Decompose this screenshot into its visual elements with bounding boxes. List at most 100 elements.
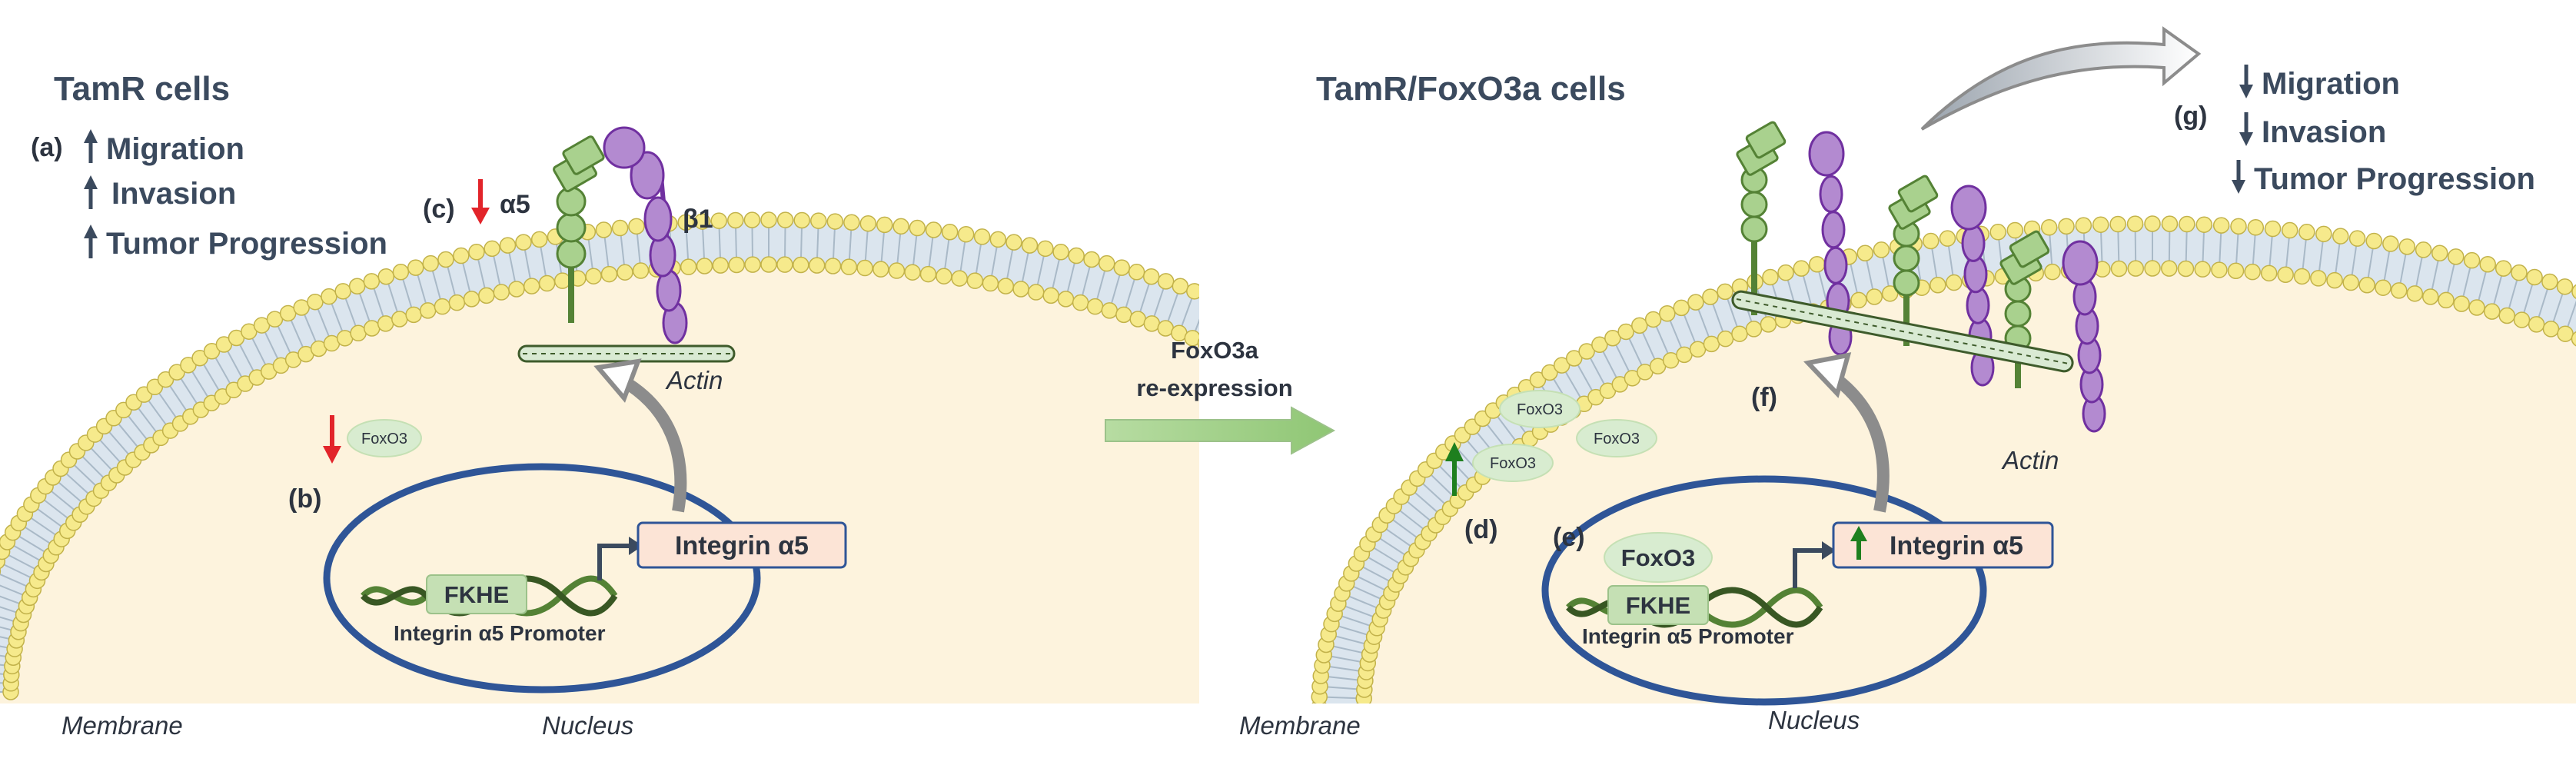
left-foxo3-text: FoxO3 [361,431,407,447]
left-lipid-tail [1408,431,1430,456]
left-fkhe-text: FKHE [444,581,509,608]
left-effect-arrows [84,129,98,258]
left-lipid-head [681,259,696,274]
left-lipid-head [711,213,726,228]
left-lipid-tail [1380,407,1401,434]
right-lipid-head [2543,321,2558,337]
right-lipid-head [2128,261,2143,276]
left-lipid-head [1073,295,1089,311]
right-lipid-head [1810,257,1825,272]
right-lipid-head [2179,217,2195,232]
right-lipid-head [2416,242,2431,258]
right-effect-migration: Migration [2262,67,2400,101]
right-invasion-arrow-head [2239,132,2253,146]
left-lipid-head [1102,303,1117,318]
right-foxo3-text-a: FoxO3 [1517,401,1563,418]
right-lipid-head [1718,331,1733,347]
left-lipid-head [629,218,644,234]
left-lipid-tail [1328,370,1346,399]
right-lipid-head [2499,308,2515,323]
left-promoter-text: Integrin α5 Promoter [394,621,606,645]
left-lipid-head [761,257,776,272]
right-lipid-head [1763,269,1778,284]
right-tumor-arrow-head [2232,180,2245,194]
left-lipid-tail [1306,356,1323,385]
left-lipid-head [1158,274,1174,289]
right-lipid-tail [2186,230,2187,264]
left-lipid-head [1364,372,1379,388]
left-lipid-head [827,214,843,229]
right-lipid-head [2093,217,2109,232]
left-alpha5-label: α5 [500,190,530,219]
right-lipid-head [2229,263,2244,278]
right-lipid-head [2359,278,2375,293]
right-lipid-head [1778,265,1793,281]
right-lipid-head [2059,218,2074,234]
left-lipid-head [406,307,421,322]
left-lipid-head [1329,402,1345,417]
left-lipid-head [1088,299,1103,314]
left-lipid-head [1341,358,1357,373]
right-lipid-head [2265,221,2281,237]
left-lipid-head [909,221,925,236]
right-lipid-head [2327,273,2342,288]
right-lipid-head [2178,261,2193,277]
left-lipid-head [1069,248,1084,264]
left-lipid-head [335,284,351,299]
left-lipid-head [729,258,744,273]
left-lipid-head [1228,300,1244,315]
left-lipid-head [1099,256,1115,271]
left-nucleus-label: Nucleus [542,711,633,740]
left-lipid-head [596,222,611,238]
right-lipid-head [1703,336,1719,351]
right-lipid-head [2212,262,2227,278]
left-lipid-head [811,213,826,228]
left-beta1-label: β1 [683,205,713,234]
left-lipid-head [1043,288,1059,303]
left-invasion-arrow-head [84,175,98,189]
right-lipid-head [1646,311,1661,327]
left-lipid-head [1144,269,1159,284]
left-lipid-head [434,299,450,314]
left-lipid-head [392,311,407,327]
left-lipid-head [1058,291,1073,307]
left-lipid-tail [1389,414,1410,441]
right-lipid-head [1946,275,1962,291]
left-membrane-label: Membrane [61,711,183,740]
right-lipid-head [2110,217,2126,232]
left-lipid-tail [752,225,753,259]
right-lipid-head [2343,275,2358,291]
right-lipid-head [2558,279,2573,294]
left-lipid-tail [1283,343,1298,373]
left-lipid-head [540,276,555,291]
left-lipid-head [1306,337,1321,352]
left-lipid-head [952,271,967,286]
right-lipid-head [1923,233,1939,248]
right-lipid-head [2231,218,2246,234]
right-lipid-head [1660,306,1675,321]
left-integrin-gene-text: Integrin α5 [675,531,809,560]
left-lipid-head [1359,423,1374,438]
right-lipid-head [1930,278,1946,293]
right-lipid-head [2162,261,2177,276]
left-nucleus [327,467,757,690]
right-lipid-head [2469,300,2485,315]
left-lipid-head [793,258,809,273]
left-lipid-tail [1371,399,1391,427]
right-lipid-head [2527,269,2542,284]
left-lipid-tail [1398,422,1420,448]
right-promoter-text: Integrin α5 Promoter [1582,624,1794,648]
left-lipid-head [378,316,394,331]
left-lipid-head [1268,318,1283,333]
left-lipid-head [1114,260,1129,275]
right-lipid-head [1674,300,1689,315]
left-lipid-head [1369,430,1384,445]
outcome-curved-arrow [1922,29,2199,129]
left-actin-label: Actin [665,366,723,394]
right-lipid-head [2007,223,2023,238]
right-lipid-head [1866,289,1882,304]
left-lipid-head [1029,284,1044,300]
label-d: (d) [1464,515,1497,544]
left-lipid-head [841,259,856,274]
left-lipid-head [778,212,793,228]
